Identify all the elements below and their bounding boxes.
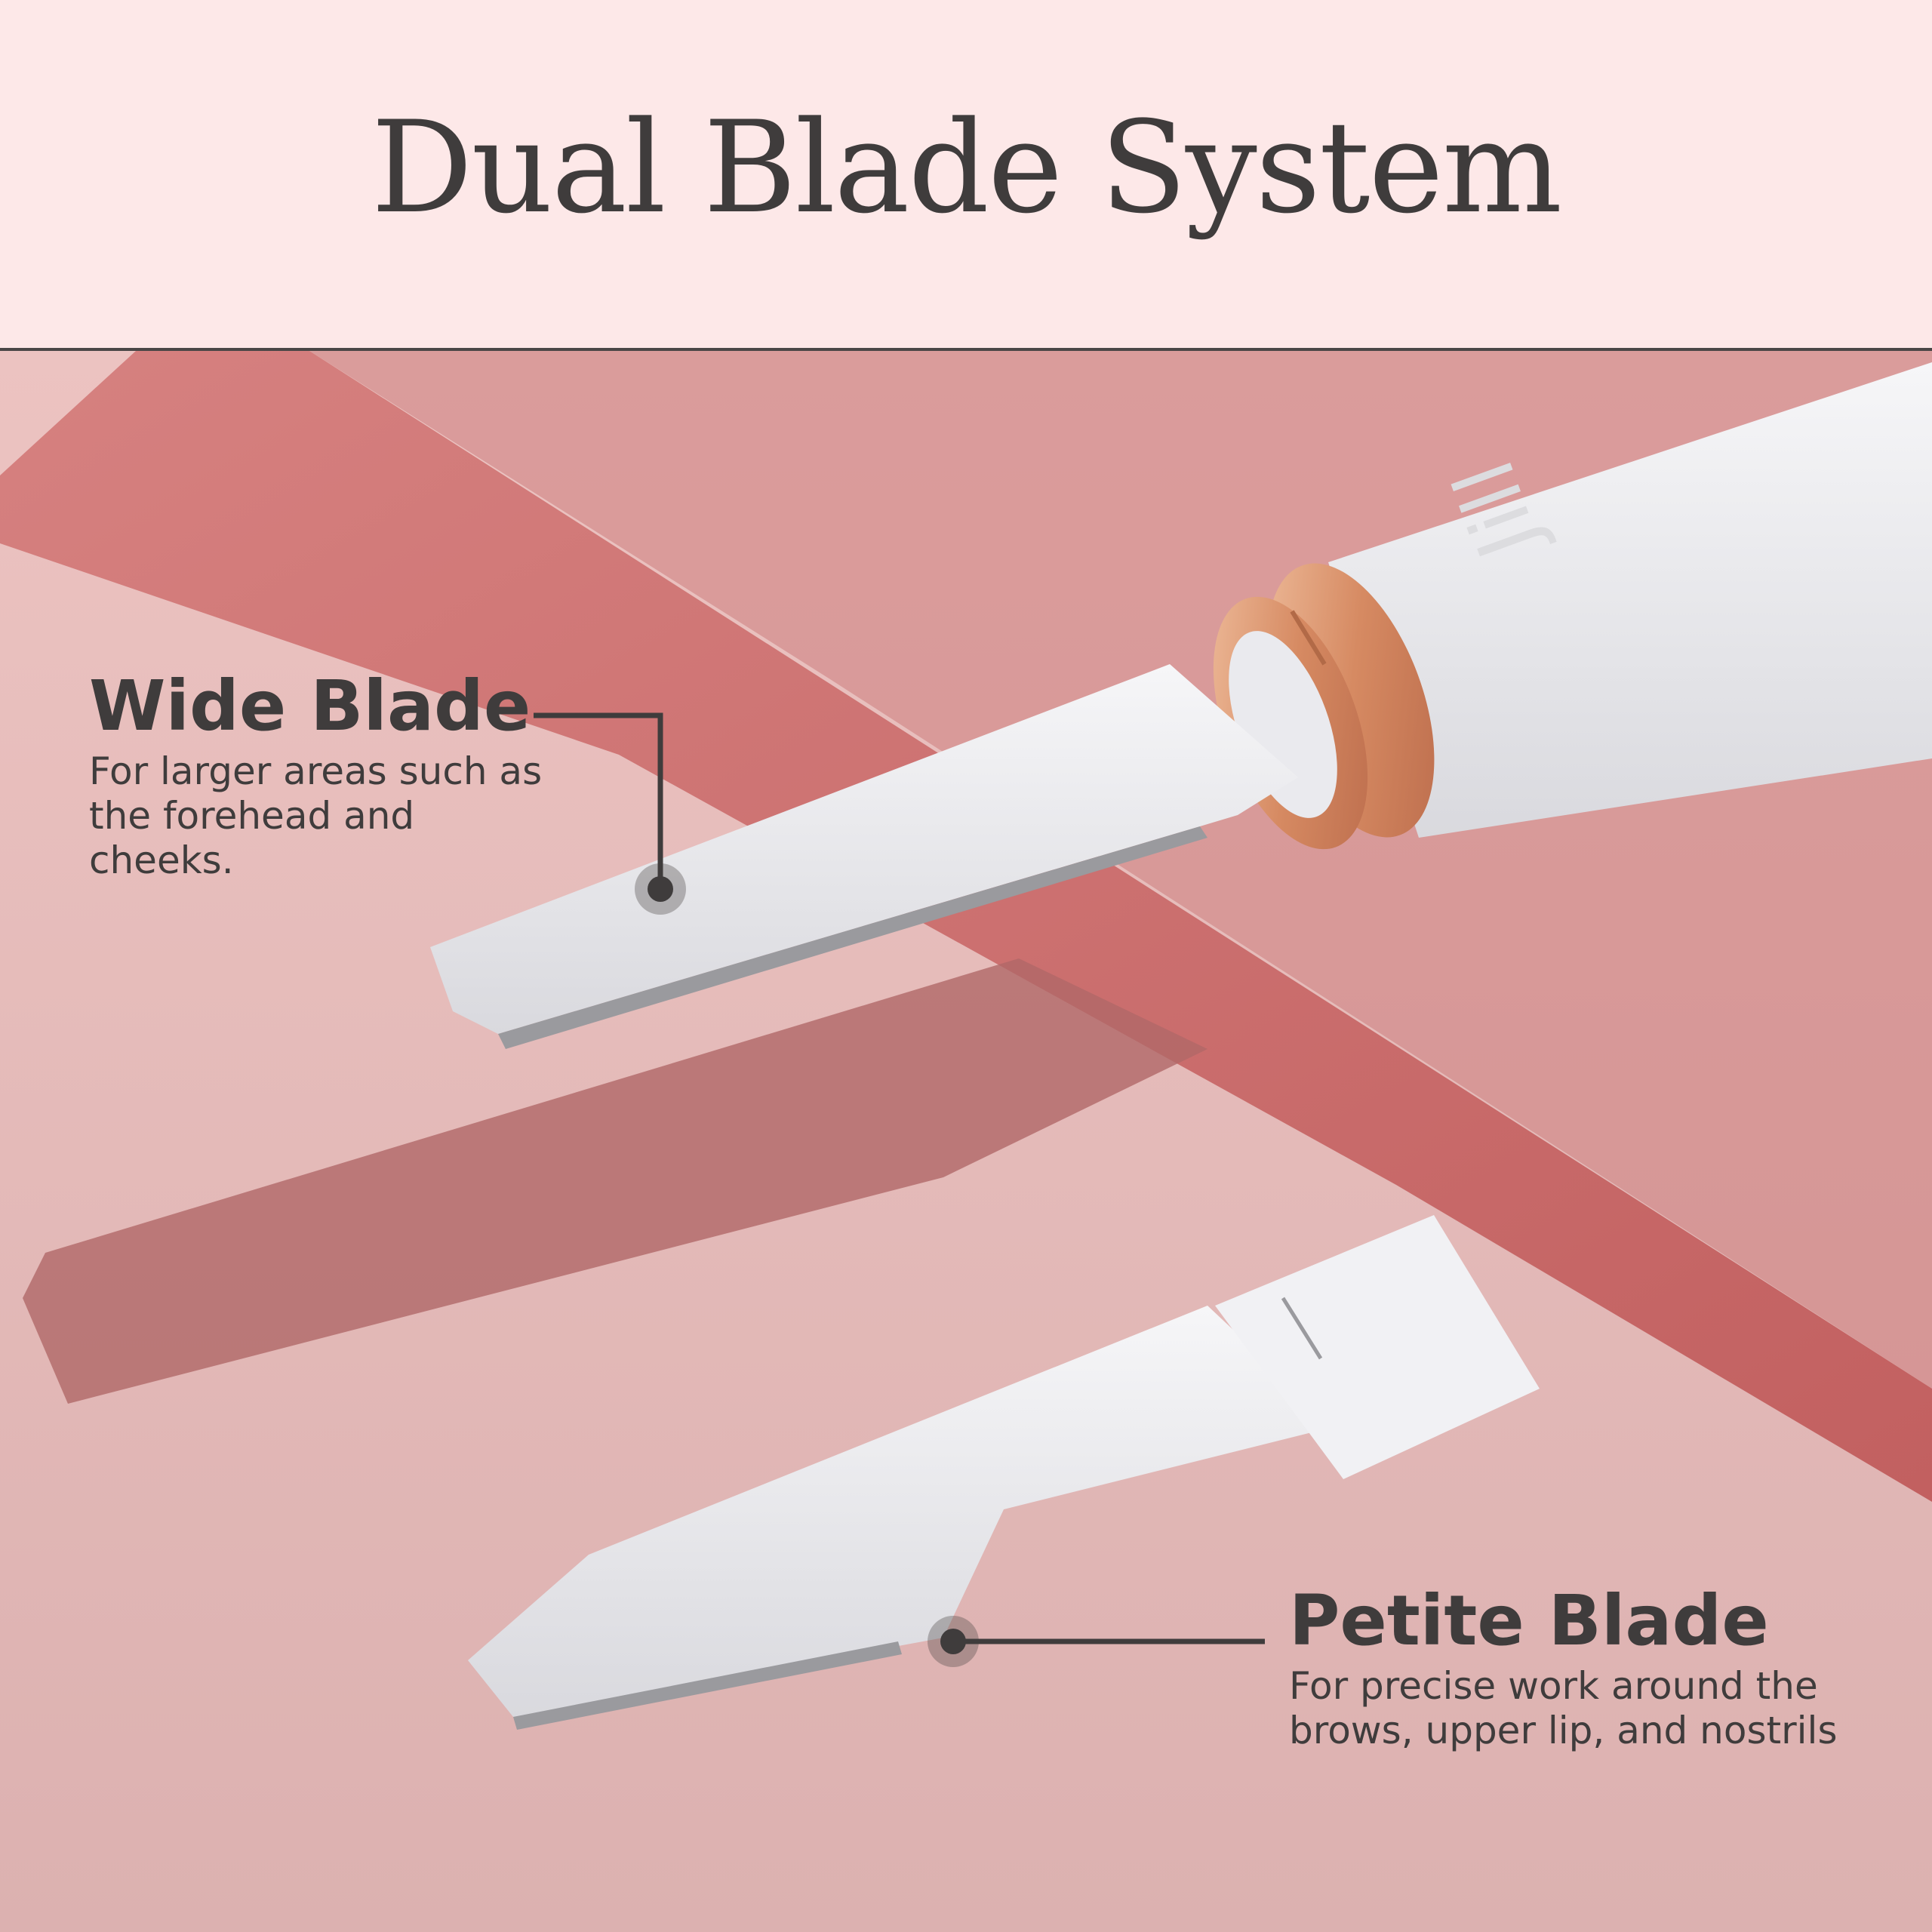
petite-blade-title: Petite Blade	[1289, 1580, 1769, 1661]
wide-blade-leader	[534, 712, 663, 889]
product-scene: Jill	[0, 351, 1932, 1932]
petite-blade	[468, 1215, 1540, 1730]
header-band: Dual Blade System	[0, 0, 1932, 351]
wide-blade	[430, 664, 1298, 1049]
wide-blade-callout: Wide Blade For larger areas such as the …	[89, 666, 557, 883]
page-title: Dual Blade System	[371, 94, 1562, 242]
red-band	[0, 351, 1932, 1502]
wide-blade-description: For larger areas such as the forehead an…	[89, 749, 543, 882]
wide-blade-title: Wide Blade	[89, 666, 531, 746]
petite-blade-callout: Petite Blade For precise work around the…	[1289, 1580, 1908, 1753]
petite-blade-description: For precise work around the brows, upper…	[1289, 1663, 1838, 1752]
wide-blade-shadow	[23, 958, 1208, 1404]
product-illustration: Jill	[0, 351, 1932, 1932]
